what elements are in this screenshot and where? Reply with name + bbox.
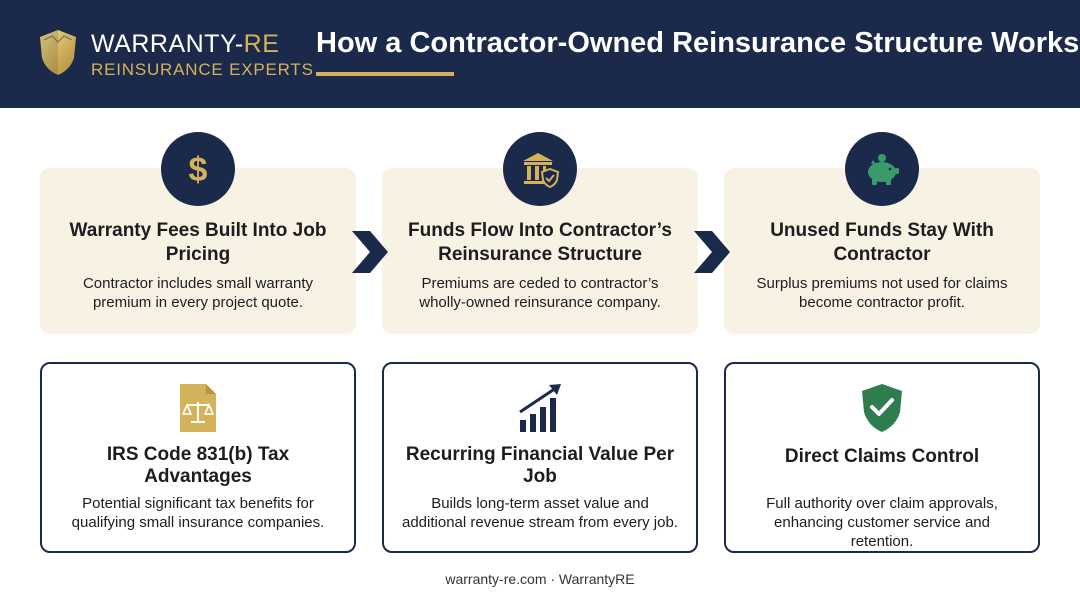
benefit-description: Full authority over claim approvals, enh…: [766, 495, 998, 550]
dollar-icon-circle: $: [161, 132, 235, 206]
chevron-right-icon: [694, 231, 730, 273]
growth-chart-icon: [519, 384, 561, 432]
title-underline: [316, 72, 454, 76]
footer-text: warranty-re.com · WarrantyRE: [445, 571, 635, 587]
brand-tagline: REINSURANCE EXPERTS: [91, 60, 314, 79]
step-title: Unused Funds Stay With Contractor: [770, 220, 994, 265]
step-card-funds-flow: Funds Flow Into Contractor’s Reinsurance…: [382, 168, 698, 334]
step-description: Premiums are ceded to contractor’s wholl…: [419, 275, 661, 311]
benefit-card-claims-control: Direct Claims Control Full authority ove…: [724, 362, 1040, 553]
step-description: Contractor includes small warranty premi…: [82, 275, 314, 311]
header: WARRANTY-RE REINSURANCE EXPERTS How a Co…: [0, 0, 1080, 108]
benefit-description: Builds long-term asset value and additio…: [402, 495, 678, 531]
brand: WARRANTY-RE REINSURANCE EXPERTS: [91, 30, 314, 80]
benefit-title: Direct Claims Control: [784, 446, 980, 467]
piggy-bank-icon: [868, 154, 899, 185]
bank-shield-icon-circle: [503, 132, 577, 206]
shield-logo-icon: [40, 30, 76, 75]
benefit-description: Potential significant tax benefits for q…: [71, 495, 325, 531]
benefit-title: IRS Code 831(b) Tax Advantages: [106, 444, 290, 487]
benefit-card-tax: IRS Code 831(b) Tax Advantages Potential…: [40, 362, 356, 553]
brand-name: WARRANTY-RE: [91, 30, 280, 58]
page-title: How a Contractor-Owned Reinsurance Struc…: [316, 27, 1080, 59]
benefit-card-recurring-value: Recurring Financial Value Per Job Builds…: [382, 362, 698, 553]
bank-shield-icon: [523, 153, 560, 189]
step-title: Funds Flow Into Contractor’s Reinsurance…: [408, 220, 672, 265]
shield-check-icon: [862, 384, 902, 432]
benefit-title: Recurring Financial Value Per Job: [405, 444, 675, 487]
step-description: Surplus premiums not used for claims bec…: [756, 275, 1008, 311]
step-title: Warranty Fees Built Into Job Pricing: [69, 220, 327, 265]
piggy-bank-icon-circle: [845, 132, 919, 206]
brand-accent: RE: [243, 30, 280, 58]
dollar-icon: $: [189, 151, 208, 189]
svg-text:$: $: [189, 151, 208, 189]
chevron-right-icon: [352, 231, 388, 273]
tax-document-icon: [180, 384, 216, 432]
